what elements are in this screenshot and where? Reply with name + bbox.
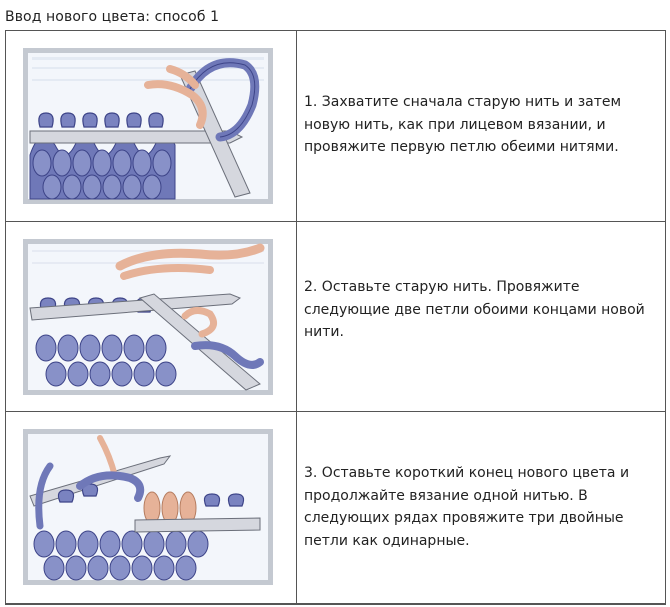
step-1-text: 1. Захватите сначала старую нить и затем… xyxy=(304,94,622,155)
instructions-table: 1. Захватите сначала старую нить и затем… xyxy=(5,30,666,605)
knitting-illustration-step-3 xyxy=(20,426,276,588)
page-title: Ввод нового цвета: способ 1 xyxy=(5,9,220,25)
image-cell xyxy=(6,31,297,221)
text-cell: 2. Оставьте старую нить. Провяжите следу… xyxy=(297,222,665,411)
text-cell: 1. Захватите сначала старую нить и затем… xyxy=(297,31,665,221)
step-3-text: 3. Оставьте короткий конец нового цвета … xyxy=(304,465,630,549)
table-row: 2. Оставьте старую нить. Провяжите следу… xyxy=(6,222,665,412)
step-2-text: 2. Оставьте старую нить. Провяжите следу… xyxy=(304,279,645,340)
knitting-illustration-step-1 xyxy=(20,45,276,207)
knitting-illustration-step-2 xyxy=(20,236,276,398)
image-cell xyxy=(6,222,297,411)
table-row: 3. Оставьте короткий конец нового цвета … xyxy=(6,412,665,604)
table-row: 1. Захватите сначала старую нить и затем… xyxy=(6,31,665,222)
text-cell: 3. Оставьте короткий конец нового цвета … xyxy=(297,412,665,603)
image-cell xyxy=(6,412,297,603)
